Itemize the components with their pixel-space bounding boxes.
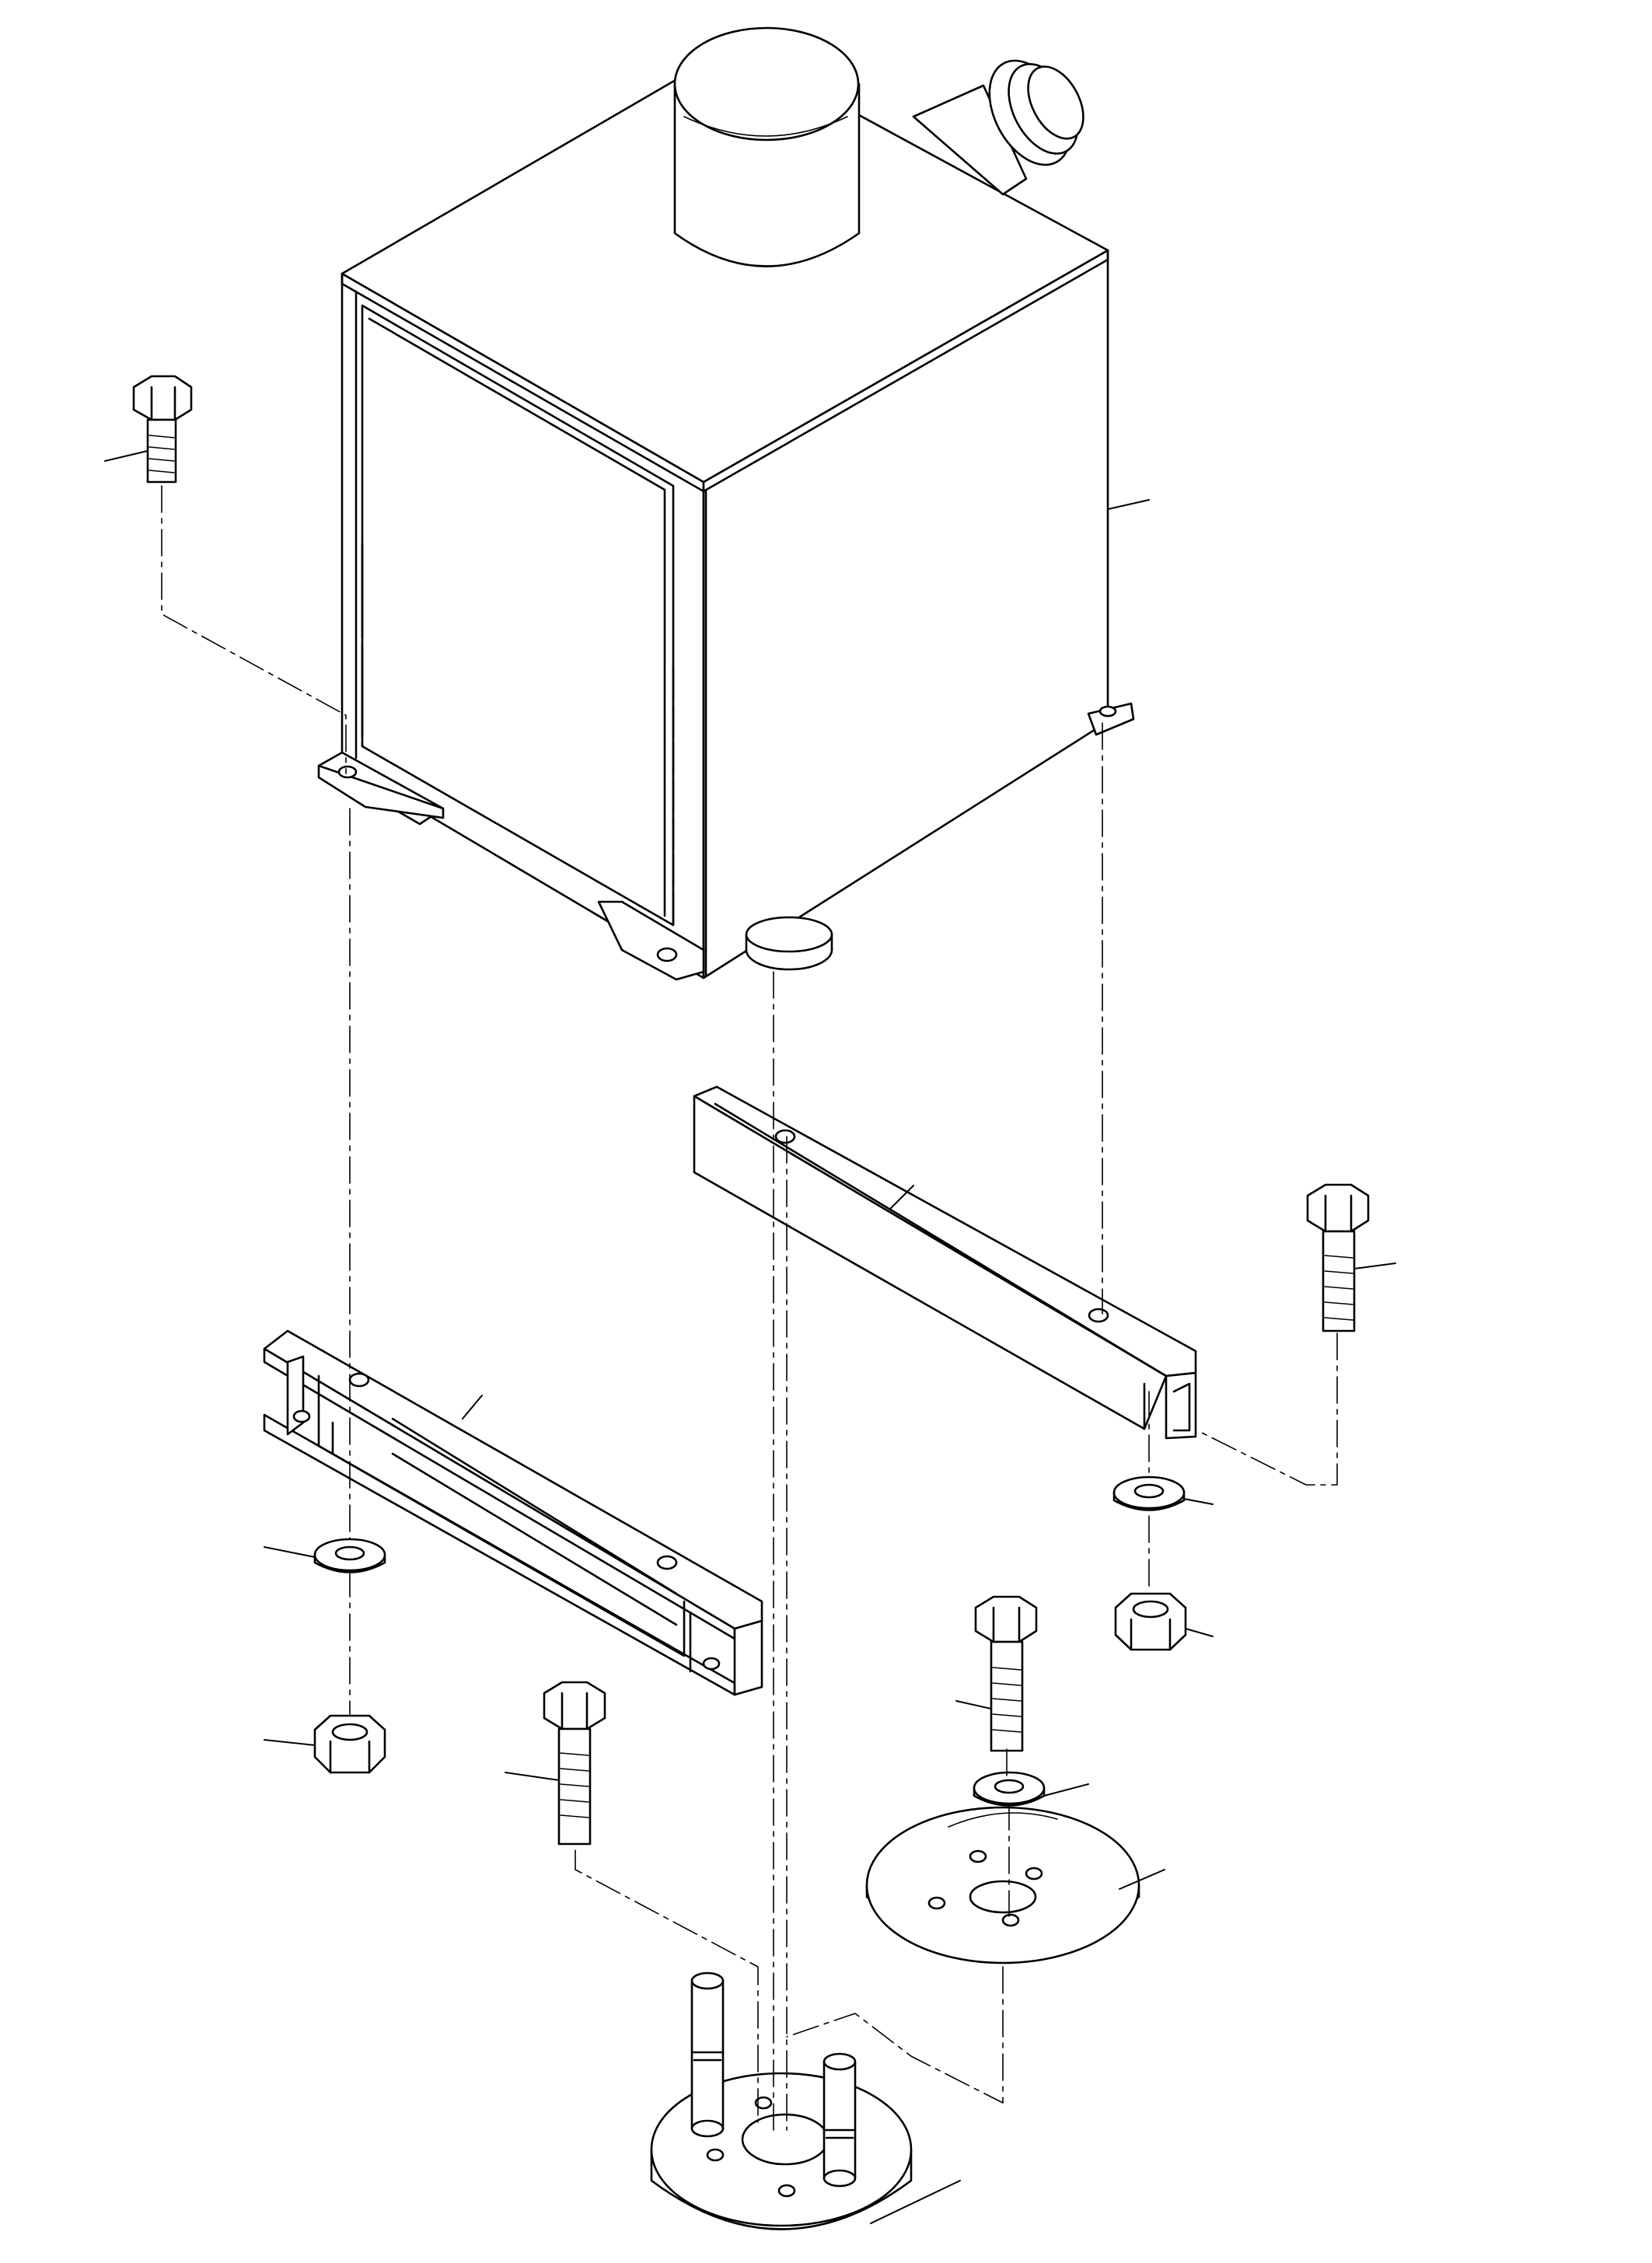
hex-bolt xyxy=(132,375,193,484)
threaded-stud xyxy=(690,1971,725,2138)
base-center-hole xyxy=(741,2113,829,2166)
callout-leader xyxy=(1353,1262,1396,1269)
washer xyxy=(973,1771,1046,1807)
callout-leader xyxy=(1107,499,1150,510)
side-port-pipe xyxy=(912,84,1028,196)
hex-nut xyxy=(1114,1592,1187,1651)
breather-cap-top xyxy=(673,26,860,141)
rail-hole xyxy=(348,1372,370,1388)
mounting-plate-flange xyxy=(865,1806,1140,1964)
hex-bolt xyxy=(974,1595,1038,1752)
hex-bolt xyxy=(1306,1183,1370,1332)
support-rail-left xyxy=(263,1329,763,1696)
tank-corner-bracket xyxy=(597,900,705,981)
support-rail-right xyxy=(693,1085,1197,1440)
flange-hole xyxy=(927,1896,946,1910)
callout-leader xyxy=(889,1185,914,1210)
flange-hole xyxy=(1001,1913,1020,1927)
callout-leader-lines xyxy=(104,450,1396,2224)
breather-cap xyxy=(673,26,861,267)
rail-hole xyxy=(774,1129,796,1144)
flange-center-hole xyxy=(969,1880,1037,1914)
callout-leader xyxy=(462,1395,483,1420)
side-port xyxy=(912,59,1084,196)
flange-hole xyxy=(337,765,358,779)
rail-hole xyxy=(1088,1308,1109,1323)
rail-hole xyxy=(656,1555,678,1570)
flange-hole xyxy=(969,1849,987,1863)
callout-leader xyxy=(1119,1869,1165,1890)
callout-leader xyxy=(264,1546,316,1558)
callout-leader xyxy=(104,450,148,462)
assembly-guide-lines xyxy=(161,485,1338,2131)
flange-hole xyxy=(656,947,678,962)
washer xyxy=(1112,1475,1186,1511)
callout-leader xyxy=(1185,1628,1214,1637)
hex-bolt xyxy=(543,1681,606,1846)
threaded-stud xyxy=(823,2052,857,2188)
callout-leader xyxy=(1183,1498,1214,1505)
callout-leader xyxy=(955,1700,992,1709)
base-mount-with-studs xyxy=(650,1971,913,2230)
tank-body xyxy=(317,45,1135,981)
callout-leader xyxy=(870,2180,961,2224)
hex-nut xyxy=(313,1714,386,1774)
callout-leader xyxy=(505,1772,560,1781)
callout-leader xyxy=(1043,1783,1089,1797)
callout-leader xyxy=(264,1739,316,1746)
flange-hole xyxy=(1025,1867,1043,1881)
washer xyxy=(313,1538,386,1573)
